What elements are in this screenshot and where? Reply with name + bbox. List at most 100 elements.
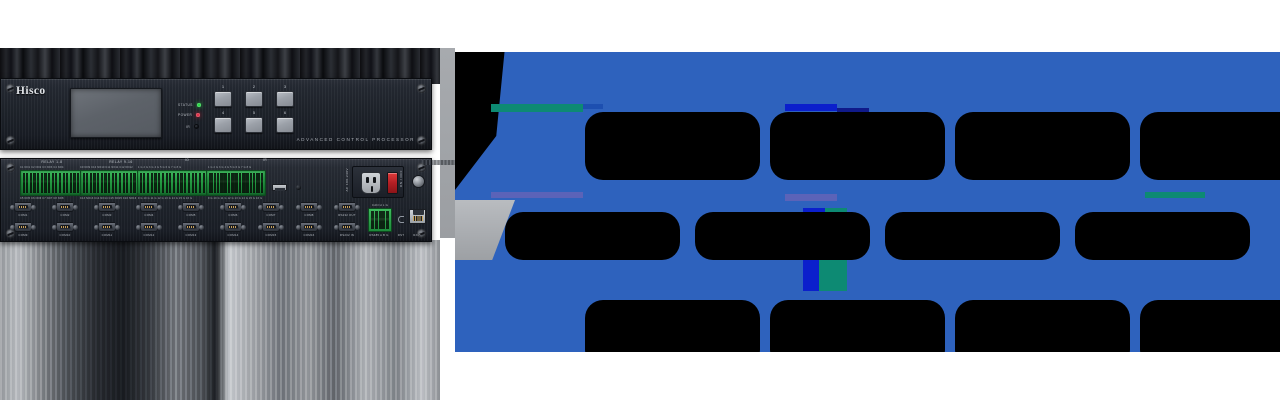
ir-bottom-pins: 9 G 10 G 11 G 12 G 13 G 14 G 15 G 16 G — [208, 197, 263, 200]
keypad-button-1[interactable] — [214, 91, 232, 107]
label-com3: COM3 — [102, 213, 112, 217]
keypad-cell-4: 4 — [213, 110, 233, 135]
label-rs232-out: RS232 OUT — [338, 213, 356, 217]
relay-1-8-bottom-pins: C5 NO5 C6 NO6 C7 NO7 C8 NO8 — [20, 197, 64, 200]
front-keypad: 1 2 3 4 5 6 — [213, 84, 295, 135]
graphic-accent-10 — [803, 257, 819, 291]
graphic-accent-0 — [491, 104, 583, 112]
status-led — [196, 103, 201, 108]
lcd-display[interactable] — [70, 88, 162, 138]
relay-1-8-terminal[interactable] — [20, 170, 82, 196]
label-com7: COM7 — [266, 213, 276, 217]
serial-port-com10[interactable] — [52, 222, 78, 232]
relay-9-16-title: RELAY 9-16 — [109, 160, 133, 164]
relay-9-16-terminal[interactable] — [80, 170, 142, 196]
ac-voltage-label: AC 100-240V — [345, 168, 349, 192]
serial-port-rs232-in[interactable] — [334, 222, 360, 232]
ir-top-pins: 1 G 2 G 3 G 4 G 5 G 6 G 7 G 8 G — [208, 166, 252, 169]
graphic-accent-2 — [785, 104, 837, 111]
label-com5: COM5 — [186, 213, 196, 217]
label-can: CAN H L G — [371, 203, 389, 207]
keypad-cell-2: 2 — [244, 84, 264, 109]
serial-port-rs232-out[interactable] — [334, 202, 360, 212]
ac-power-socket[interactable] — [361, 172, 381, 194]
graphic-blob-3 — [1140, 112, 1280, 180]
key-number-5: 5 — [252, 110, 256, 115]
serial-port-com12[interactable] — [136, 222, 162, 232]
power-led-label: POWER — [178, 113, 193, 118]
label-com6: COM6 — [228, 213, 238, 217]
serial-port-com11[interactable] — [94, 222, 120, 232]
rear-screw-bottom-left — [6, 229, 15, 238]
keypad-cell-3: 3 — [275, 84, 295, 109]
graphic-blob-6 — [885, 212, 1060, 260]
label-com14: COM14 — [227, 233, 239, 237]
serial-port-com4[interactable] — [136, 202, 162, 212]
relay-1-8-pins — [22, 173, 80, 193]
label-com12: COM12 — [143, 233, 155, 237]
power-led-row: POWER — [178, 113, 201, 118]
serial-port-com3[interactable] — [94, 202, 120, 212]
can-rs485-pins — [371, 211, 389, 229]
label-com2: COM2 — [60, 213, 70, 217]
graphic-accent-1 — [583, 104, 603, 109]
keypad-button-5[interactable] — [245, 117, 263, 133]
keypad-cell-1: 1 — [213, 84, 233, 109]
ir-terminal[interactable] — [206, 170, 266, 196]
serial-port-com1[interactable] — [10, 202, 36, 212]
power-led — [196, 113, 201, 118]
label-com1: COM1 — [18, 213, 28, 217]
keypad-button-2[interactable] — [245, 91, 263, 107]
rear-screw-bottom-right — [417, 229, 426, 238]
ground-post[interactable] — [412, 175, 425, 188]
serial-port-com8[interactable] — [296, 202, 322, 212]
label-com11: COM11 — [101, 233, 113, 237]
rack-screw-bottom-left — [6, 136, 15, 145]
keypad-button-4[interactable] — [214, 117, 232, 133]
label-rst: RST — [397, 233, 405, 237]
serial-port-com5[interactable] — [178, 202, 204, 212]
label-com10: COM10 — [59, 233, 71, 237]
graphic-blob-5 — [695, 212, 870, 260]
power-switch-label: ON / OFF — [399, 170, 403, 187]
power-rocker-switch[interactable] — [387, 172, 398, 194]
io-title: IO — [184, 158, 190, 162]
label-rs485: RS485 A B G — [369, 233, 389, 237]
keypad-button-3[interactable] — [276, 91, 294, 107]
keypad-button-6[interactable] — [276, 117, 294, 133]
can-rs485-terminal[interactable] — [368, 208, 392, 232]
graphic-accent-9 — [819, 257, 847, 291]
keypad-cell-6: 6 — [275, 110, 295, 135]
label-com16: COM16 — [303, 233, 315, 237]
reset-button[interactable] — [398, 216, 404, 223]
serial-port-com7[interactable] — [258, 202, 284, 212]
ethernet-rj45-port[interactable] — [409, 209, 426, 224]
graphic-accent-5 — [785, 194, 837, 201]
status-led-label: STATUS — [178, 103, 193, 108]
rack-screw-bottom-right — [417, 136, 426, 145]
rack-screw-top-left — [6, 84, 15, 93]
key-number-3: 3 — [283, 84, 287, 89]
label-com9: COM9 — [18, 233, 28, 237]
serial-port-com16[interactable] — [296, 222, 322, 232]
serial-port-com6[interactable] — [220, 202, 246, 212]
graphic-blob-2 — [955, 112, 1130, 180]
graphic-blob-4 — [505, 212, 680, 260]
serial-port-com14[interactable] — [220, 222, 246, 232]
usb-port[interactable] — [272, 184, 287, 191]
graphic-blob-1 — [770, 112, 945, 180]
relay-9-16-bottom-pins: C13 NO13 C14 NO14 C15 NO15 C16 NO16 — [80, 197, 137, 200]
serial-port-com15[interactable] — [258, 222, 284, 232]
graphic-accent-3 — [837, 108, 869, 114]
graphic-accent-4 — [491, 192, 583, 198]
serial-port-com2[interactable] — [52, 202, 78, 212]
serial-port-com9[interactable] — [10, 222, 36, 232]
key-number-1: 1 — [221, 84, 225, 89]
graphic-accent-13 — [1145, 192, 1205, 198]
ir-title: IR — [262, 158, 268, 162]
serial-port-com13[interactable] — [178, 222, 204, 232]
io-terminal[interactable] — [137, 170, 215, 196]
ir-pins — [208, 173, 264, 193]
io-bottom-pins: 9 G 10 G 11 G 12 G 13 G 14 G 15 G 16 G — [138, 197, 193, 200]
label-com13: COM13 — [185, 233, 197, 237]
